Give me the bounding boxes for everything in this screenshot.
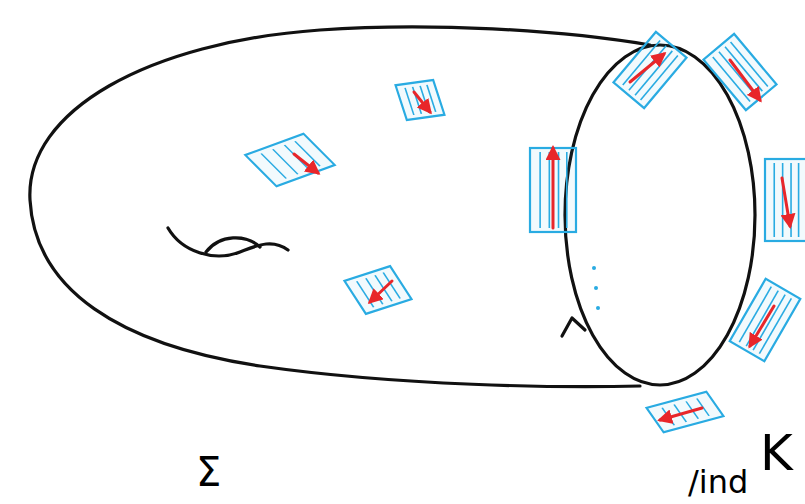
plane-hatch	[739, 287, 771, 342]
plane-outline	[530, 148, 576, 232]
plane-hatch	[261, 153, 286, 178]
vector-arrow	[552, 148, 555, 228]
plane-outline	[647, 392, 724, 432]
handle-arc	[206, 238, 260, 252]
vector-arrow	[660, 408, 702, 420]
plane-outline	[703, 34, 776, 110]
plane-outline	[765, 159, 805, 241]
contact-plane	[703, 34, 776, 110]
vector-arrow	[370, 281, 392, 302]
ellipsis-dot	[596, 306, 600, 310]
math-label: K	[760, 428, 793, 478]
plane-hatch	[782, 163, 784, 237]
plane-hatch	[753, 295, 785, 350]
plane-outline	[344, 266, 411, 314]
vector-arrow	[782, 178, 790, 226]
plane-hatch	[558, 152, 560, 228]
plane-outline	[613, 32, 686, 108]
vector-arrow	[750, 306, 774, 346]
surface-outline	[30, 27, 650, 387]
plane-hatch	[539, 152, 541, 228]
plane-hatch	[641, 55, 678, 99]
math-label: Σ	[196, 452, 221, 492]
plane-hatch	[295, 141, 320, 166]
contact-plane	[396, 80, 445, 120]
contact-plane	[647, 392, 724, 432]
vector-arrow	[294, 154, 318, 173]
handle-curve	[168, 228, 288, 256]
plane-hatch	[759, 298, 791, 353]
plane-hatch	[566, 152, 568, 228]
plane-outline	[245, 134, 334, 186]
contact-plane	[344, 266, 411, 314]
plane-hatch	[549, 152, 551, 228]
plane-hatch	[629, 46, 666, 90]
plane-hatch	[731, 42, 768, 86]
orientation-arrow	[562, 318, 585, 336]
contact-plane	[245, 134, 334, 186]
plane-hatch	[773, 163, 775, 237]
plane-hatch	[746, 291, 778, 346]
vector-arrow	[414, 92, 430, 112]
plane-hatch	[798, 163, 800, 237]
contact-plane	[613, 32, 686, 108]
ellipsis-dot	[592, 266, 596, 270]
plane-hatch	[725, 47, 762, 91]
contact-plane	[765, 159, 805, 241]
plane-outline	[730, 279, 801, 361]
contact-plane	[730, 279, 801, 361]
knot-boundary	[565, 45, 755, 385]
math-label: /ind	[688, 466, 748, 498]
ellipsis-dot	[594, 286, 598, 290]
vector-arrow	[630, 54, 664, 82]
plane-outline	[396, 80, 445, 120]
vector-arrow	[730, 60, 760, 100]
contact-plane	[530, 148, 576, 232]
